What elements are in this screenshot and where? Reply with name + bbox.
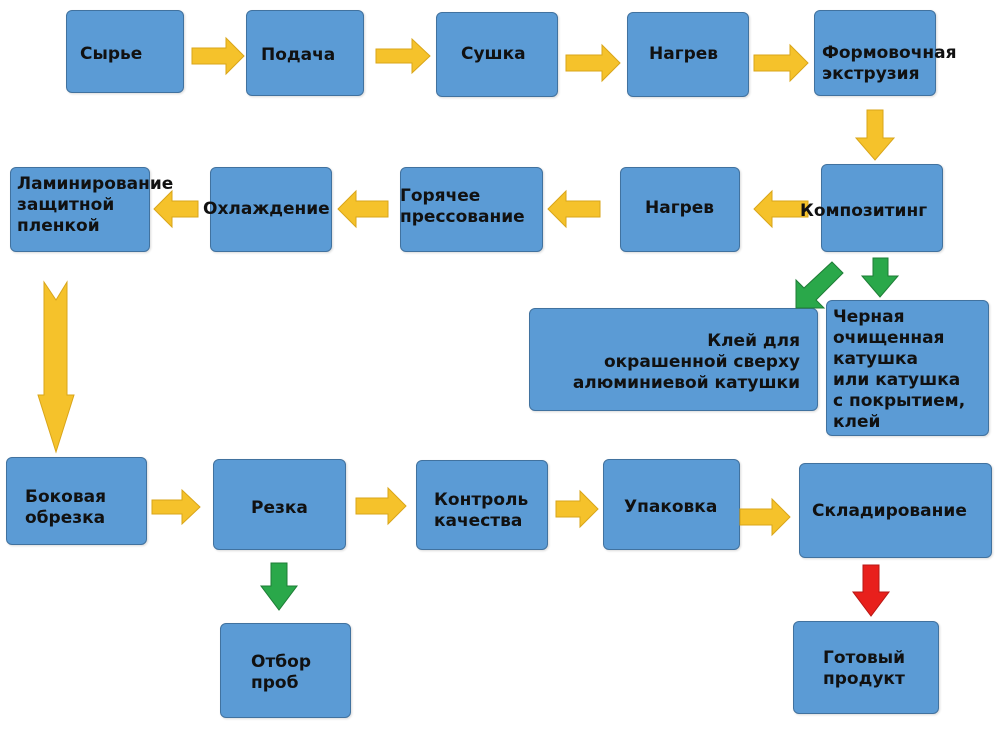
heating-label-1: Нагрев (649, 44, 719, 64)
arrow-feed-to-drying (375, 37, 431, 75)
compositing-box (821, 164, 943, 252)
edge-trimming-box (6, 457, 147, 545)
drying-label: Сушка (461, 44, 526, 64)
packing-label: Упаковка (624, 497, 718, 517)
heating-box-2 (620, 167, 740, 252)
heating-box-1 (627, 12, 749, 97)
arrow-heating-to-hot-pressing (547, 189, 601, 229)
storage-label: Складирование (812, 501, 967, 521)
cooling-label: Охлаждение (203, 199, 330, 219)
lamination-label: Ламинирование защитной пленкой (17, 174, 174, 236)
coil-label: Черная очищенная катушка или катушка с п… (833, 307, 966, 432)
arrow-cutting-to-sampling (260, 562, 298, 611)
lamination-box (10, 167, 150, 252)
coil-box (826, 300, 989, 436)
arrow-packing-to-storage (739, 497, 791, 537)
compositing-label: Композитинг (800, 201, 928, 221)
finished-product-box (793, 621, 939, 714)
arrow-compositing-to-heating (753, 189, 809, 229)
heating-label-2: Нагрев (645, 198, 715, 218)
quality-control-box (416, 460, 548, 550)
arrow-storage-to-product (852, 564, 890, 617)
arrow-heating-to-extrusion (753, 43, 809, 83)
sampling-label: Отбор проб (251, 652, 312, 693)
arrow-hot-pressing-to-cooling (337, 189, 389, 229)
quality-control-label: Контроль качества (434, 490, 529, 531)
extrusion-label: Формовочная экструзия (822, 43, 957, 84)
arrow-lamination-to-edge-trimming (37, 280, 75, 454)
arrow-extrusion-to-compositing (854, 109, 896, 161)
cutting-label: Резка (251, 498, 308, 518)
storage-box (799, 463, 992, 558)
cutting-box (213, 459, 346, 550)
arrow-cutting-to-quality (355, 486, 407, 526)
arrow-cooling-to-lamination (153, 189, 199, 229)
hot-pressing-label: Горячее прессование (400, 186, 525, 227)
arrow-raw-to-feed (191, 36, 245, 76)
extrusion-box (814, 10, 936, 96)
raw-material-label: Сырье (80, 44, 143, 64)
hot-pressing-box (400, 167, 543, 252)
arrow-quality-to-packing (555, 489, 599, 529)
feed-box (246, 10, 364, 96)
arrow-compositing-to-coil (860, 257, 900, 298)
arrow-edge-to-cutting (151, 488, 201, 526)
finished-product-label: Готовый продукт (823, 648, 906, 689)
sampling-box (220, 623, 351, 718)
packing-box (603, 459, 740, 550)
arrow-drying-to-heating (565, 43, 621, 83)
cooling-box (210, 167, 332, 252)
feed-label: Подача (261, 45, 336, 65)
raw-material-box (66, 10, 184, 93)
edge-trimming-label: Боковая обрезка (25, 487, 106, 528)
arrow-compositing-to-glue (795, 261, 844, 309)
glue-label: Клей для окрашенной сверху алюминиевой к… (572, 331, 800, 393)
glue-box (529, 308, 818, 411)
drying-box (436, 12, 558, 97)
